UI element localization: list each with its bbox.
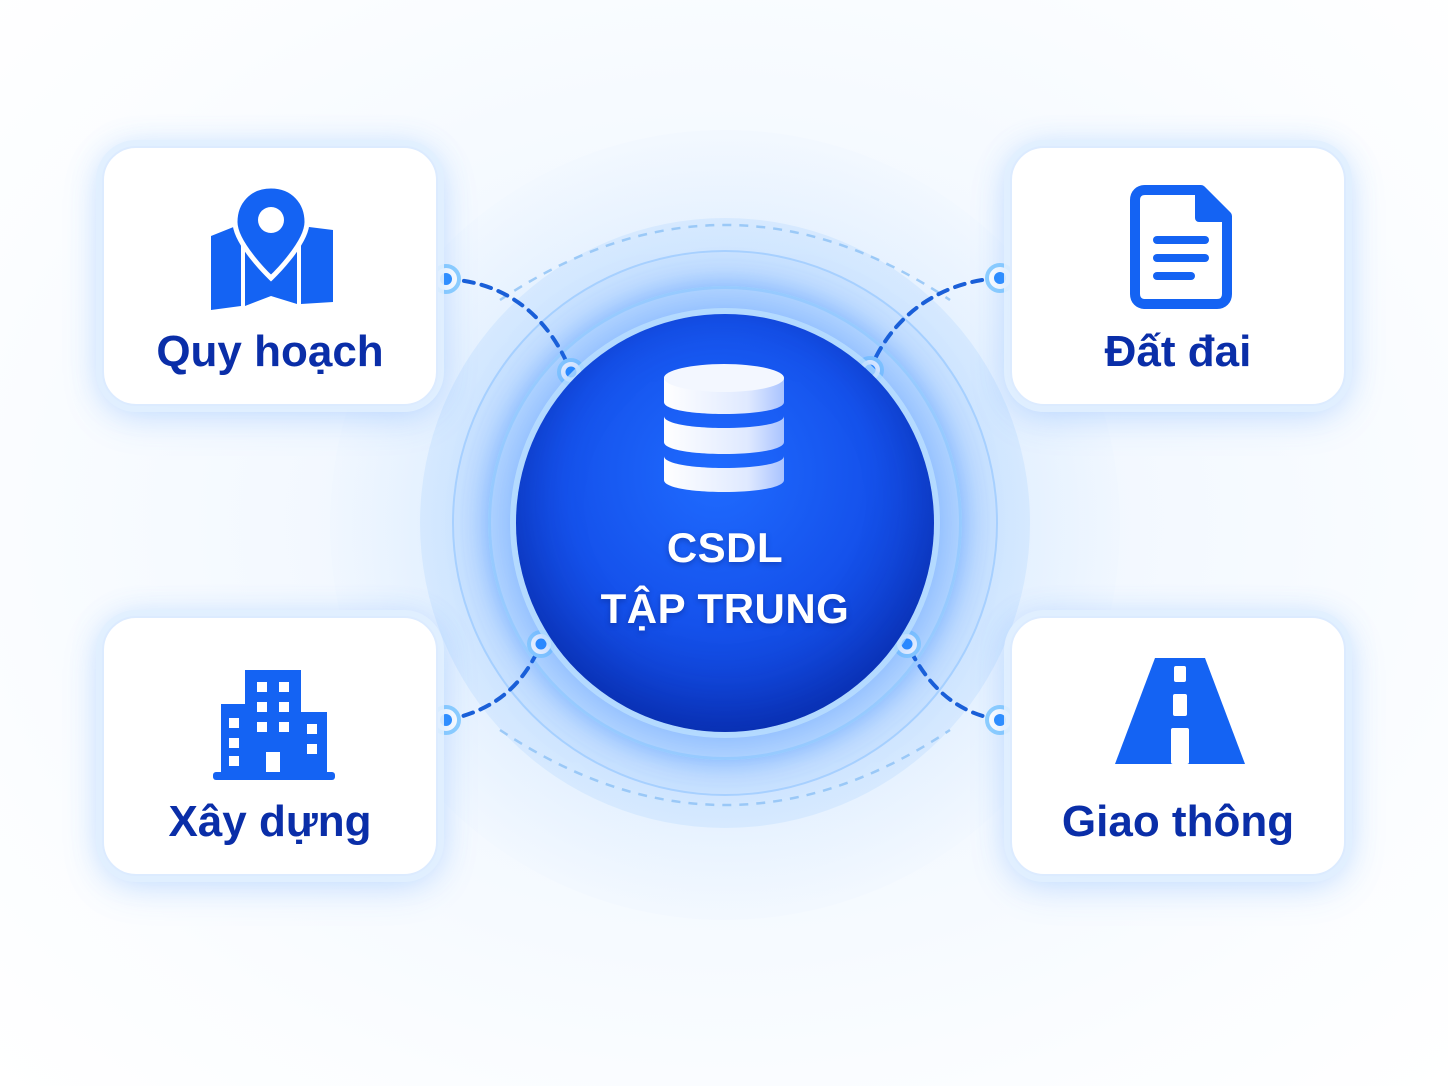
node-card-giao-thong[interactable]: Giao thông [1010, 616, 1346, 876]
node-card-dat-dai[interactable]: Đất đai [1010, 146, 1346, 406]
node-card-quy-hoach[interactable]: Quy hoạch [102, 146, 438, 406]
node-label-dat-dai: Đất đai [1104, 327, 1252, 376]
building-icon [213, 670, 335, 780]
center-title-line2: TẬP TRUNG [600, 585, 850, 632]
road-icon [1115, 658, 1245, 764]
node-card-xay-dung[interactable]: Xây dựng [102, 616, 438, 876]
node-label-quy-hoach: Quy hoạch [156, 327, 384, 376]
center-title-line1: CSDL [666, 524, 784, 571]
document-icon [1130, 185, 1232, 309]
node-label-giao-thong: Giao thông [1061, 797, 1295, 846]
map-pin-icon [211, 183, 333, 310]
node-label-xay-dung: Xây dựng [168, 797, 372, 846]
database-icon [664, 364, 784, 492]
